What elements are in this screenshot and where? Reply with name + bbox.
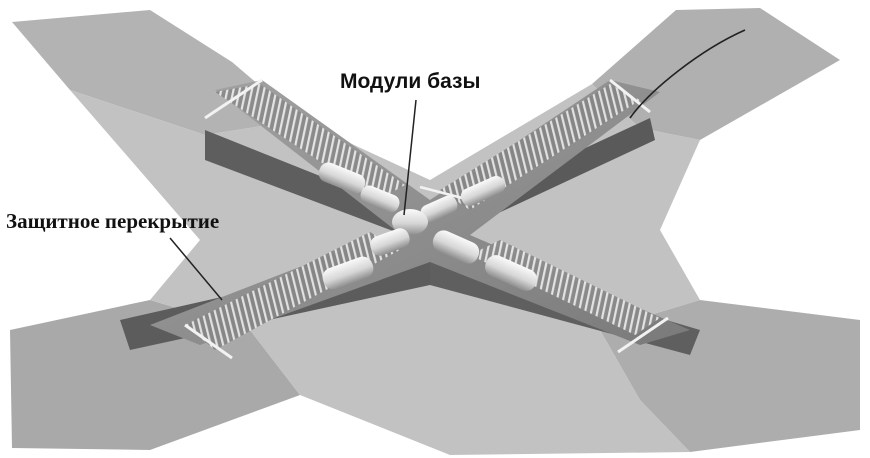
module bbox=[370, 228, 410, 256]
module bbox=[460, 175, 506, 207]
arch-lower-left bbox=[185, 232, 400, 350]
module bbox=[432, 230, 480, 264]
module bbox=[360, 185, 400, 213]
label-protective-cover: Защитное перекрытие bbox=[6, 209, 220, 233]
module bbox=[322, 256, 374, 290]
terrain-upper-right bbox=[592, 8, 840, 140]
arch-upper-left bbox=[215, 84, 405, 200]
leader-line-cover bbox=[169, 237, 223, 301]
leader-line-modules bbox=[403, 99, 417, 216]
module bbox=[420, 195, 458, 223]
label-base-modules: Модули базы bbox=[340, 70, 481, 93]
arch-lower-right bbox=[470, 240, 660, 335]
protective-cover bbox=[184, 78, 669, 360]
module bbox=[485, 255, 537, 291]
cable-line bbox=[629, 29, 746, 119]
module bbox=[318, 162, 366, 194]
base-modules bbox=[318, 162, 537, 291]
